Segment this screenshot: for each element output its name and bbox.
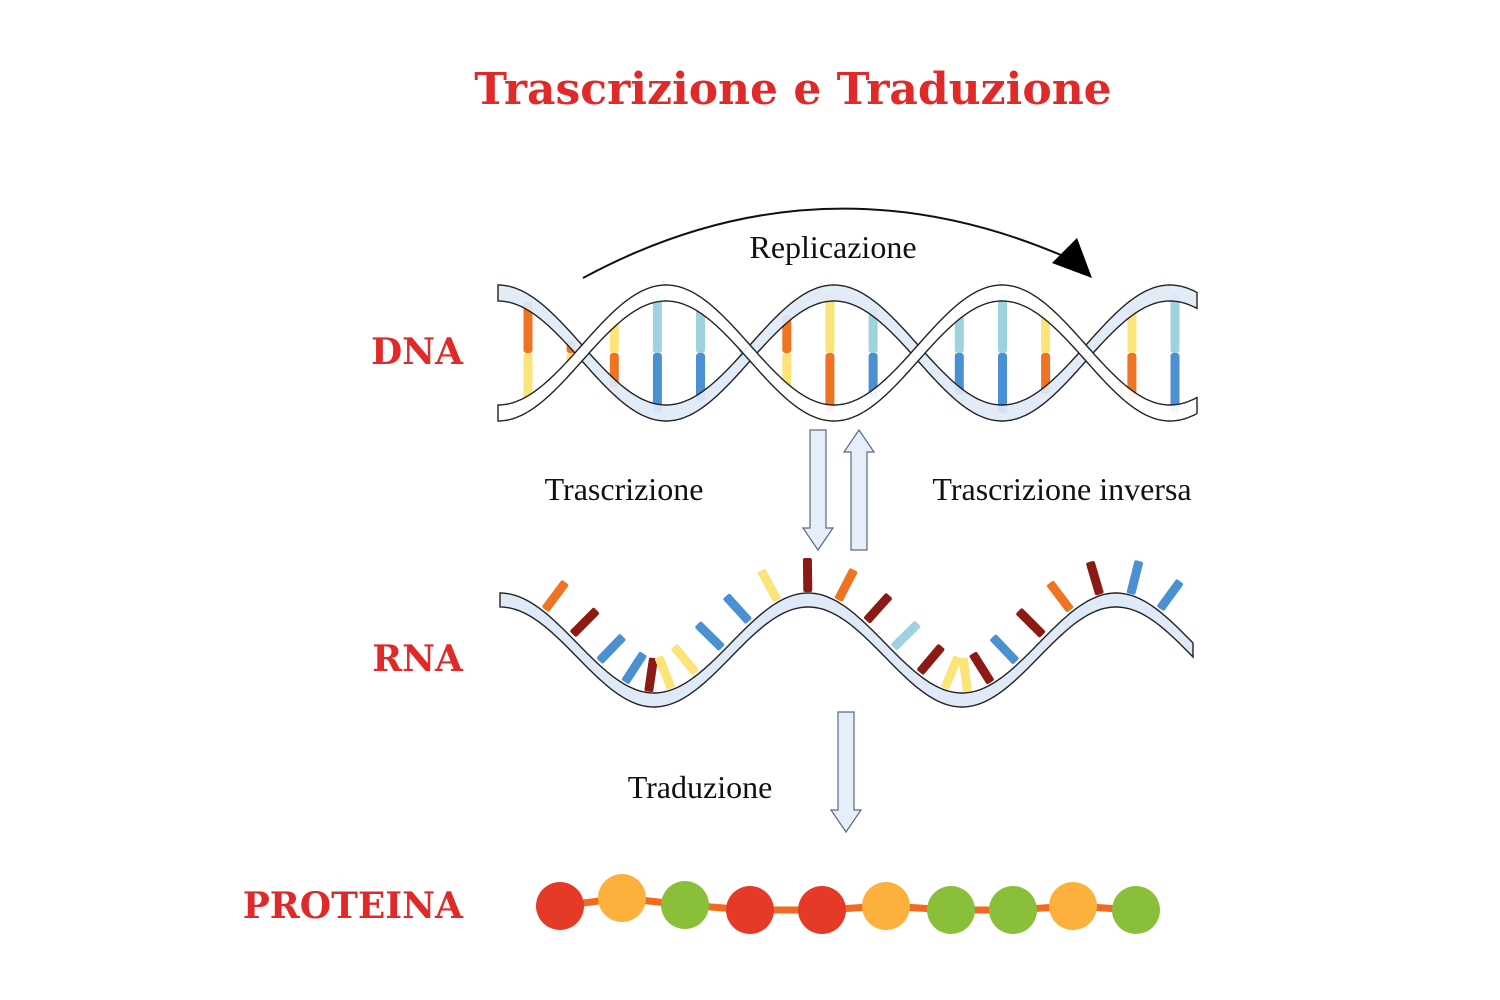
rna-base [621,651,647,684]
rna-base [891,621,921,650]
diagram-title: Trascrizione e Traduzione [474,64,1111,115]
rna-base [1157,579,1183,611]
replication-arrow [582,207,1092,279]
dna-base-top [825,293,835,353]
rna-backbone-ribbon [499,592,1194,708]
rna-base [570,607,600,637]
protein-chain [536,874,1160,934]
rna-strand [499,557,1194,708]
dna-base-bottom [1170,353,1180,413]
dna-base-top [1170,293,1180,353]
dna-base-top [998,293,1007,353]
dna-base-bottom [652,353,662,413]
rna-base [802,557,813,593]
rna-base [1047,581,1074,612]
dna-base-bottom [696,353,705,401]
dna-base-bottom [868,353,878,398]
amino-acid-bead [536,882,584,930]
dna-base-bottom [523,353,533,404]
rna-ribbon-path [499,592,1194,708]
rna-base [596,634,626,664]
reverse-transcription-up-arrow [842,428,876,551]
dna-strand-b [497,284,1198,422]
amino-acid-bead [661,881,709,929]
dna-double-helix [497,284,1198,422]
amino-acid-bead [598,874,646,922]
amino-acid-bead [798,886,846,934]
rna-base [959,657,972,692]
rna-base [671,644,699,675]
rna-base [757,568,781,602]
rna-base [1086,560,1104,596]
rna-bases [542,557,1183,693]
protein-label: PROTEINA [243,885,464,927]
transcription-down-arrow [801,429,835,552]
rna-base [655,655,675,690]
dna-base-bottom [1127,353,1137,399]
dna-label: DNA [371,331,464,373]
transcription-label: Trascrizione [545,471,704,507]
amino-acid-bead [989,886,1037,934]
dna-base-top [696,305,705,353]
rna-base [695,621,725,651]
dna-base-top [868,308,878,353]
rna-base [917,644,945,675]
dna-base-top [652,293,662,353]
dna-base-bottom [825,353,835,413]
rna-base [644,657,658,693]
rna-base [723,593,752,624]
replication-arc [582,207,1069,279]
dna-base-bottom [998,353,1007,413]
reverse-transcription-label: Trascrizione inversa [932,471,1191,507]
reverse-transcription-arrow [842,428,876,551]
rna-base [990,634,1019,664]
dna-base-top [1127,307,1137,353]
translation-label: Traduzione [628,769,773,805]
translation-down-arrow [829,711,863,834]
amino-acid-bead [1112,886,1160,934]
transcription-arrow [801,429,835,552]
rna-base [834,568,858,602]
translation-arrow [829,711,863,834]
replication-label: Replicazione [749,229,916,265]
rna-base [542,580,569,612]
rna-base [969,651,994,685]
amino-acid-bead [1049,882,1097,930]
amino-acid-bead [862,882,910,930]
dna-backbone-strands [497,284,1198,422]
rna-base [1016,608,1046,638]
rna-base [1126,560,1144,595]
amino-acid-bead [726,886,774,934]
replication-arrowhead [1052,238,1092,278]
dna-strand-a [497,284,1198,422]
rna-label: RNA [372,638,464,680]
rna-base [864,593,892,623]
amino-acid-bead [927,886,975,934]
rna-base [941,655,962,690]
dna-base-top [523,302,533,353]
